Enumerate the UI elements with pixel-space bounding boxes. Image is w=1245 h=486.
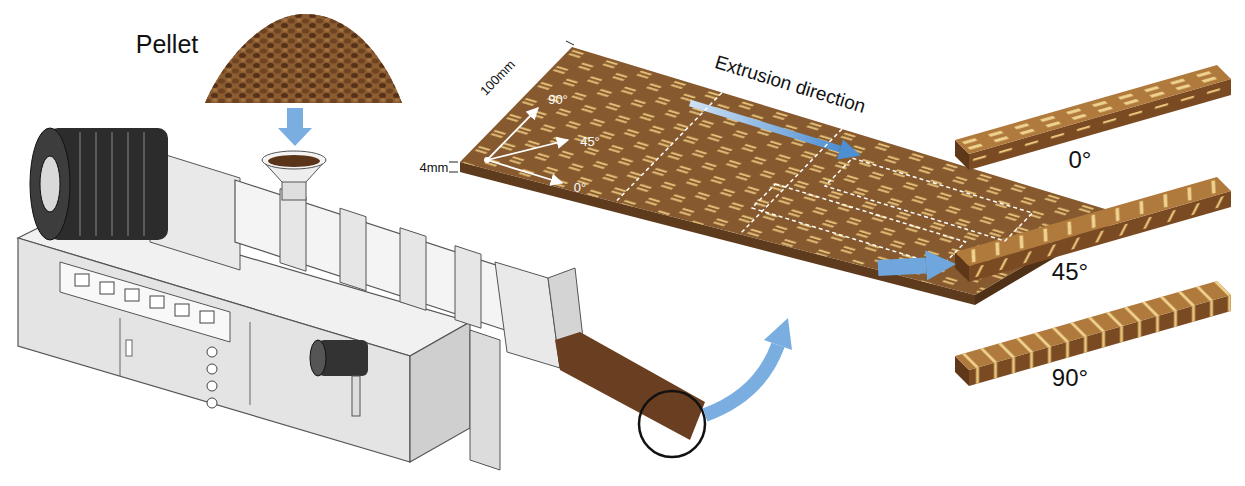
axis-origin [484, 157, 490, 163]
angle-label: 90° [548, 93, 568, 107]
dimension-label: 100mm [478, 57, 518, 98]
extrusion-arrow [690, 103, 840, 149]
motor-fin [127, 132, 129, 236]
strip-top-fibers [955, 177, 1231, 266]
node-outline [950, 60, 1240, 178]
curved-arrow-head [764, 318, 792, 350]
control-button [207, 347, 217, 357]
control-knob [200, 311, 214, 323]
curved-arrow [705, 345, 778, 415]
control-knob [100, 282, 114, 294]
strip-top-fibers [955, 281, 1231, 370]
specimen-outline [825, 158, 1033, 241]
angle-label: 45° [580, 135, 600, 149]
material-label: Pellet [136, 31, 199, 59]
heater-band [280, 189, 306, 272]
cut-line [741, 129, 842, 233]
motor-fin [143, 132, 145, 236]
strip-front-fibers [969, 79, 1231, 170]
auxiliary-motor-end [310, 340, 326, 376]
cut-line [617, 93, 722, 201]
strip-front-face [969, 191, 1231, 282]
support-post [352, 376, 360, 416]
dimension-label: 4mm [420, 161, 449, 175]
pellet-pile: Pellet [120, 8, 405, 108]
barrel [235, 180, 505, 330]
control-knob [125, 289, 139, 301]
motor-fin [95, 132, 97, 236]
control-button [207, 398, 217, 408]
control-knob [150, 296, 164, 308]
heater-band [455, 246, 481, 329]
strip-top-fibers [955, 65, 1231, 154]
control-button [207, 364, 217, 374]
axis-arrow [487, 160, 562, 183]
motor-fin [111, 132, 113, 236]
strip-front-face [969, 295, 1231, 386]
feed-arrow [278, 108, 312, 146]
specimen-strip: 90° [950, 276, 1240, 394]
node-outline [950, 276, 1240, 394]
control-panel [60, 262, 230, 342]
strip-top-face [955, 177, 1231, 266]
door-handle [126, 340, 132, 356]
detail-circle [639, 391, 705, 457]
heater-band [340, 208, 366, 291]
motor-cap [40, 156, 60, 212]
flow-arrow [878, 266, 926, 268]
hopper-material [268, 155, 320, 167]
cabinet-side [410, 322, 470, 462]
strip-top-face [955, 281, 1231, 370]
control-knob [175, 304, 189, 316]
orientation-label: 90° [1052, 365, 1088, 391]
specimen-strip: 0° [950, 60, 1240, 178]
dimension-tick [449, 172, 458, 173]
specimen-outline [752, 184, 966, 266]
extrusion-arrow-head [837, 139, 861, 159]
orientation-label: 0° [1069, 147, 1092, 173]
strip-top-face [955, 65, 1231, 154]
strip-front-fibers [969, 191, 1231, 282]
dimension-tick [566, 41, 574, 45]
extruded-board: Extrusion direction100mm4mm90°45°0° [400, 42, 1130, 312]
pellet-heap [205, 14, 402, 103]
axis-arrow [487, 108, 538, 160]
orientation-label: 45° [1052, 259, 1088, 285]
motor-fin [79, 132, 81, 236]
extruded-sheet [555, 332, 705, 440]
door-line [120, 318, 121, 376]
control-button [207, 381, 217, 391]
strip-front-face [969, 79, 1231, 170]
specimen-strip: 45° [950, 172, 1240, 290]
connectors [878, 266, 926, 268]
heater-band [400, 228, 426, 310]
die-support [470, 330, 500, 470]
angle-axes [487, 108, 568, 183]
axis-arrow [487, 140, 568, 160]
door-line [250, 322, 251, 405]
node-outline [950, 172, 1240, 290]
control-knob [75, 274, 89, 286]
strip-front-fibers [969, 295, 1231, 386]
motor-end [30, 128, 70, 240]
dimension-tick [449, 162, 458, 163]
hopper-rim [262, 151, 326, 169]
cut-lines [617, 93, 1033, 266]
angle-label: 0° [574, 181, 586, 195]
pellet-texture [205, 14, 402, 103]
